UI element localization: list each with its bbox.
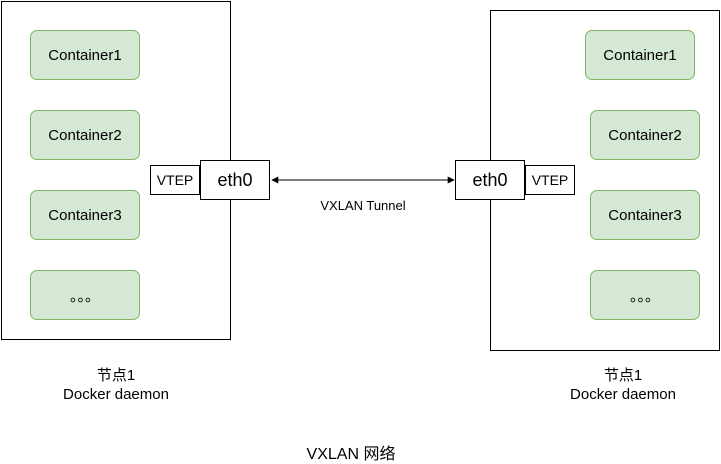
left-host-caption: 节点1 Docker daemon <box>36 366 196 404</box>
right-container-3: Container3 <box>590 190 700 240</box>
left-vtep: VTEP <box>150 165 200 195</box>
right-eth0: eth0 <box>455 160 525 200</box>
right-container-2: Container2 <box>590 110 700 160</box>
right-host-caption-line1: 节点1 <box>603 367 643 384</box>
right-host-caption-line2: Docker daemon <box>570 386 676 403</box>
left-eth0: eth0 <box>200 160 270 200</box>
tunnel-label: VXLAN Tunnel <box>320 198 406 213</box>
left-host-caption-line1: 节点1 <box>96 367 136 384</box>
right-container-more: 。。。 <box>590 270 700 320</box>
left-container-3: Container3 <box>30 190 140 240</box>
diagram-title: VXLAN 网络 <box>306 446 396 463</box>
right-host-caption: 节点1 Docker daemon <box>543 366 703 404</box>
right-vtep: VTEP <box>525 165 575 195</box>
left-container-more: 。。。 <box>30 270 140 320</box>
right-container-1: Container1 <box>585 30 695 80</box>
left-host-caption-line2: Docker daemon <box>63 386 169 403</box>
left-container-2: Container2 <box>30 110 140 160</box>
left-container-1: Container1 <box>30 30 140 80</box>
